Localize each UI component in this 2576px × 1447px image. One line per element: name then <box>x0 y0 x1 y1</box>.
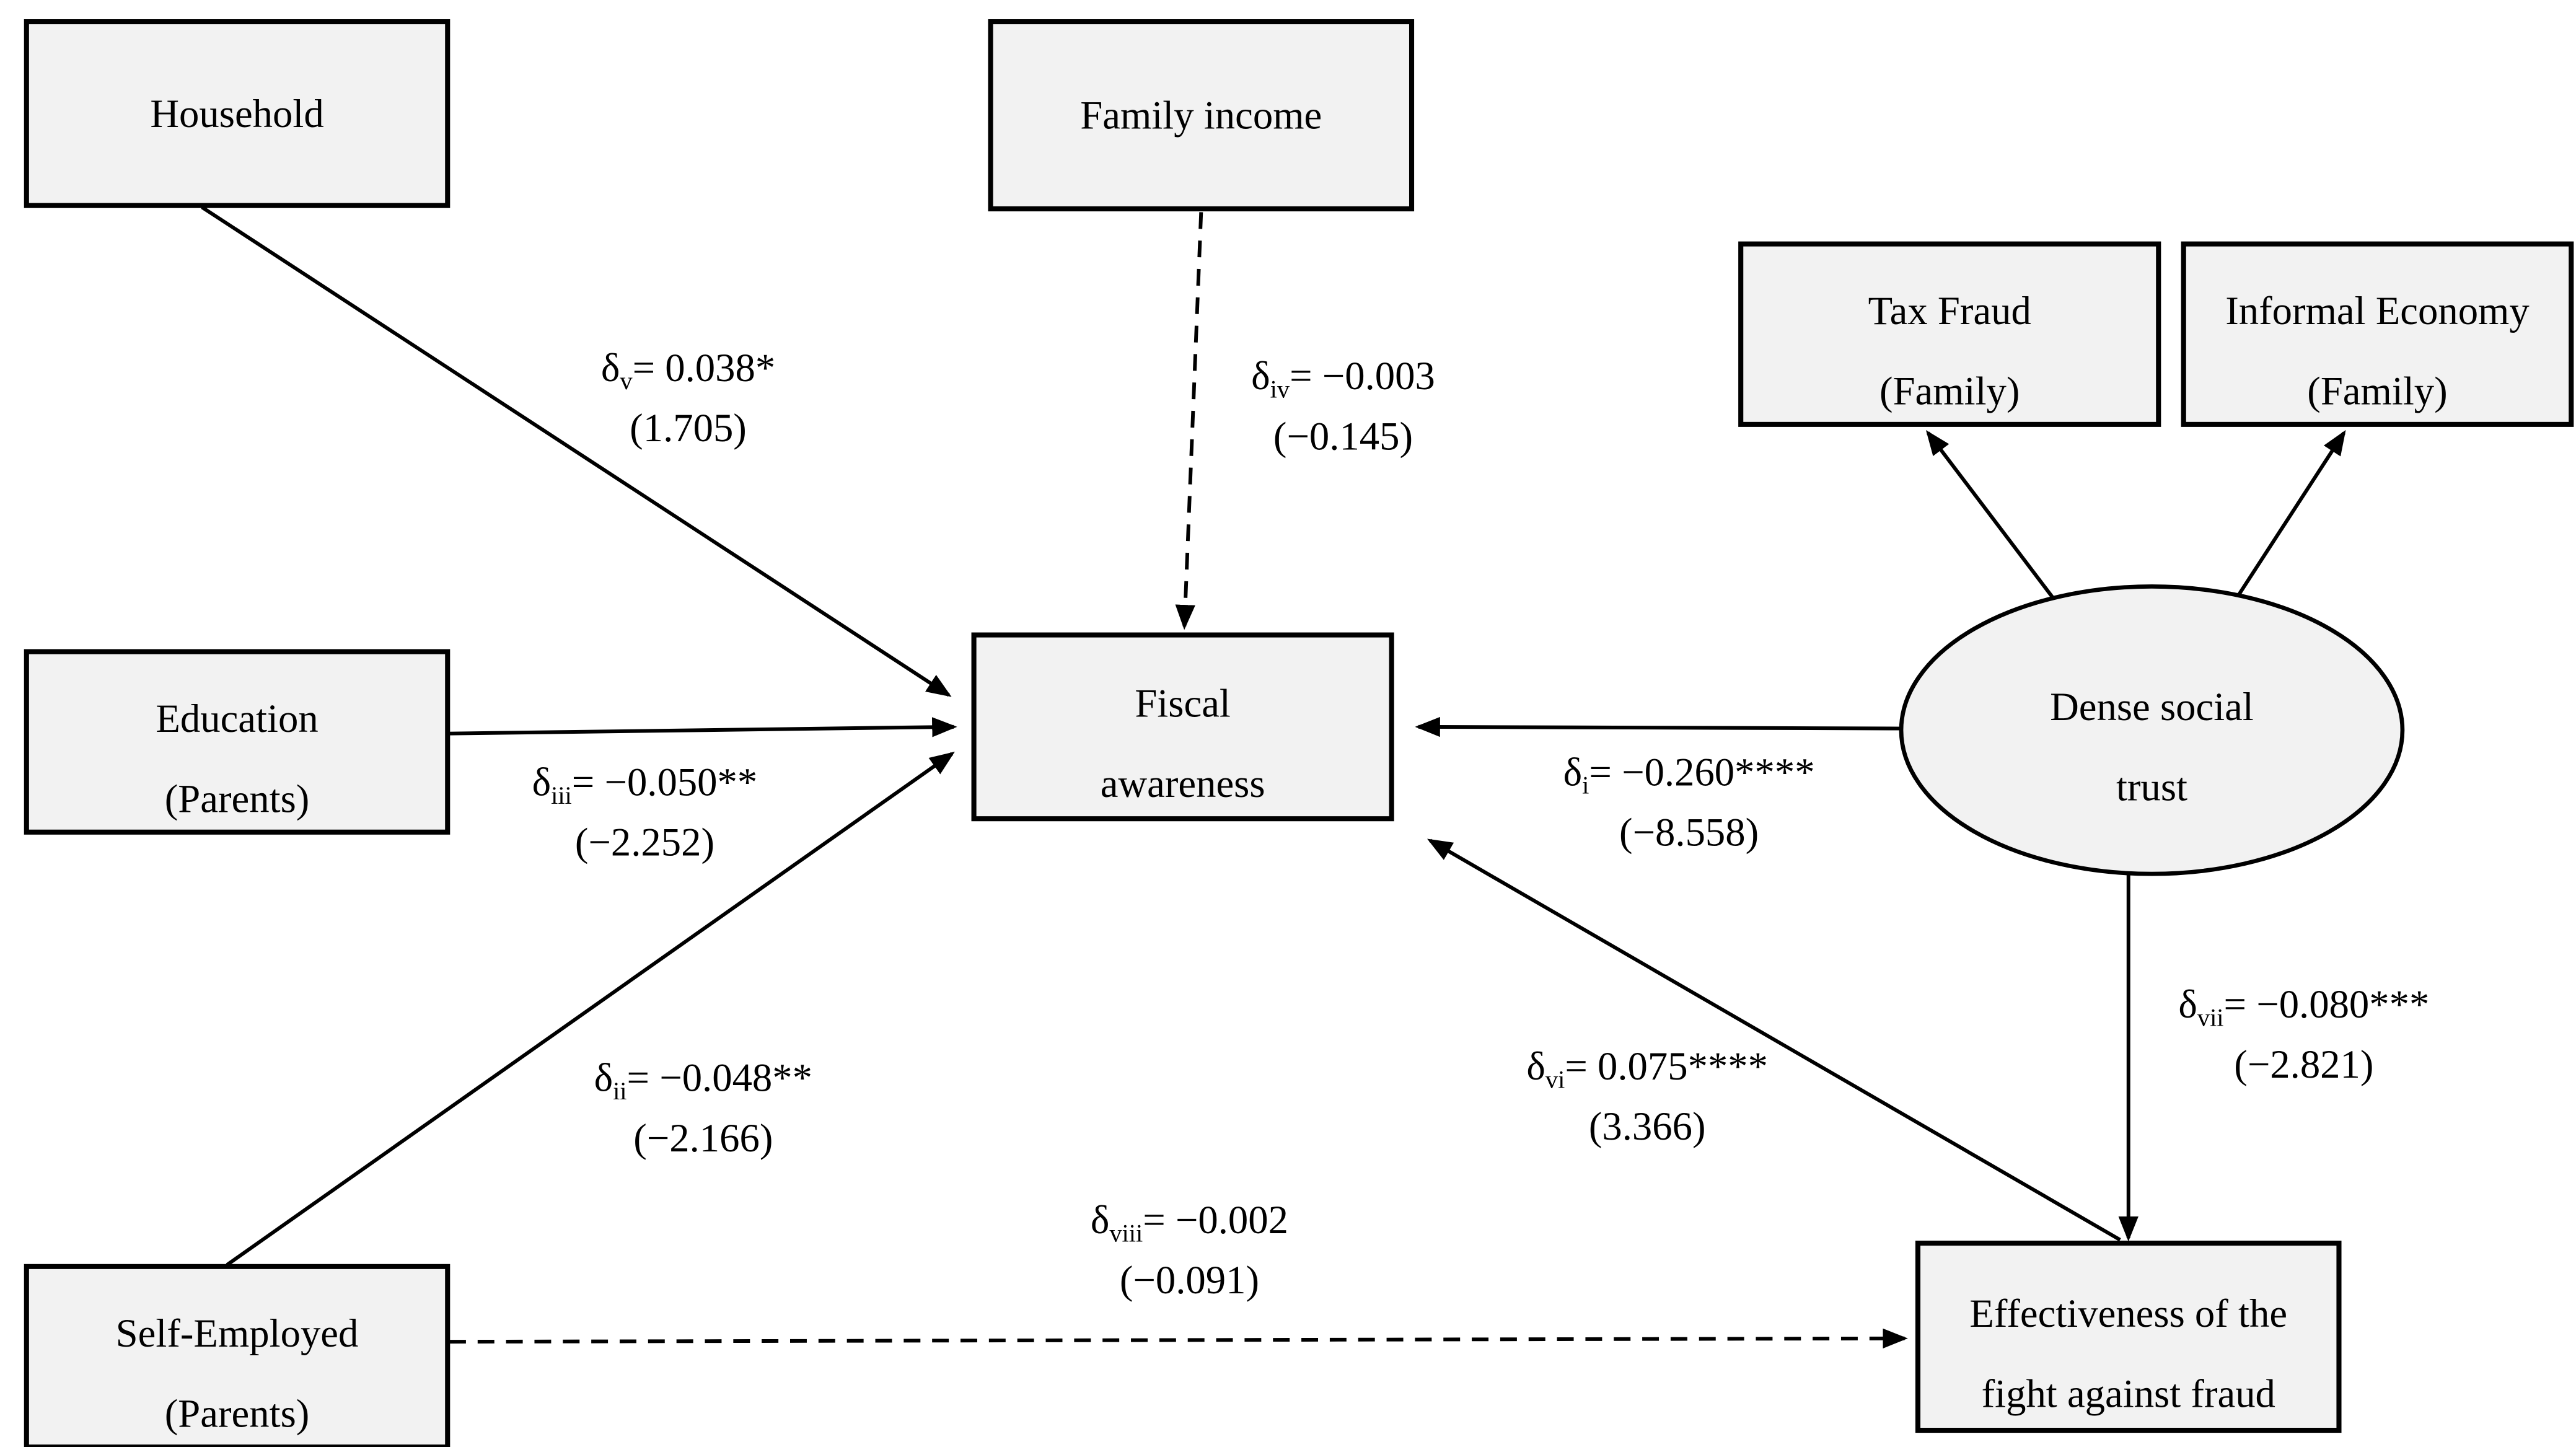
edge-label-delta-vi: δvi= 0.075**** (3.366) <box>1526 1044 1768 1148</box>
node-shape-rect <box>1738 241 2161 427</box>
node-shape-rect <box>2181 241 2574 427</box>
edge-self-employed-to-fiscal <box>226 751 955 1267</box>
edge-label-delta-vii: δvii= −0.080*** (−2.821) <box>2178 982 2429 1086</box>
tstat-delta-iv: (−0.145) <box>1273 413 1413 458</box>
coefficient-delta-iv: δiv= −0.003 <box>1251 353 1435 403</box>
edge-label-delta-viii: δviii= −0.002 (−0.091) <box>1091 1197 1288 1302</box>
edge-label-delta-i: δi= −0.260**** (−8.558) <box>1563 749 1815 854</box>
tstat-delta-ii: (−2.166) <box>633 1115 773 1160</box>
node-shape-rect <box>1915 1241 2342 1433</box>
node-shape-rect <box>24 1264 451 1447</box>
node-shape-rect <box>24 19 451 208</box>
coefficient-delta-vi: δvi= 0.075**** <box>1526 1044 1768 1093</box>
edge-household-to-fiscal <box>201 205 952 697</box>
edge-label-delta-iv: δiv= −0.003 (−0.145) <box>1251 353 1435 458</box>
node-education: Education(Parents) <box>24 649 451 835</box>
edge-education-to-fiscal <box>449 717 957 737</box>
node-label-family-income: Family income <box>1080 93 1322 138</box>
node-label-household: Household <box>150 91 323 136</box>
tstat-delta-viii: (−0.091) <box>1120 1257 1259 1302</box>
node-tax-fraud: Tax Fraud(Family) <box>1738 241 2161 427</box>
coefficient-delta-v: δv= 0.038* <box>601 345 775 395</box>
coefficient-delta-viii: δviii= −0.002 <box>1091 1197 1288 1247</box>
tstat-delta-v: (1.705) <box>630 405 747 450</box>
coefficient-delta-vii: δvii= −0.080*** <box>2178 982 2429 1031</box>
coefficient-delta-iii: δiii= −0.050** <box>532 759 758 809</box>
edge-label-delta-v: δv= 0.038* (1.705) <box>601 345 775 450</box>
tstat-delta-iii: (−2.252) <box>575 820 714 864</box>
node-label-tax-fraud: Tax Fraud(Family) <box>1868 288 2031 413</box>
node-shape-rect <box>971 632 1394 822</box>
node-self-employed: Self-Employed(Parents) <box>24 1264 451 1447</box>
node-informal-economy: Informal Economy(Family) <box>2181 241 2574 427</box>
node-shape-rect <box>24 649 451 835</box>
node-family-income: Family income <box>988 19 1415 212</box>
edge-trust-to-informal-economy <box>2237 429 2346 596</box>
tstat-delta-i: (−8.558) <box>1619 809 1759 854</box>
coefficient-delta-ii: δii= −0.048** <box>594 1055 812 1105</box>
node-label-education: Education(Parents) <box>156 696 318 820</box>
node-shape-ellipse <box>1899 584 2405 876</box>
tstat-delta-vi: (3.366) <box>1589 1104 1706 1148</box>
edge-family-income-to-fiscal <box>1175 212 1203 630</box>
edge-trust-to-tax-fraud <box>1925 430 2055 600</box>
edge-self-employed-to-effectiveness <box>449 1328 1908 1348</box>
tstat-delta-vii: (−2.821) <box>2234 1042 2373 1086</box>
edge-effectiveness-to-fiscal <box>1427 838 2121 1242</box>
coefficient-delta-i: δi= −0.260**** <box>1563 749 1815 799</box>
node-household: Household <box>24 19 451 208</box>
edge-trust-to-fiscal <box>1415 716 1902 737</box>
edge-label-delta-ii: δii= −0.048** (−2.166) <box>594 1055 812 1160</box>
node-label-self-employed: Self-Employed(Parents) <box>116 1311 359 1435</box>
node-shape-rect <box>988 19 1415 212</box>
node-label-informal-economy: Informal Economy(Family) <box>2225 288 2530 413</box>
edge-label-delta-iii: δiii= −0.050** (−2.252) <box>532 759 758 864</box>
